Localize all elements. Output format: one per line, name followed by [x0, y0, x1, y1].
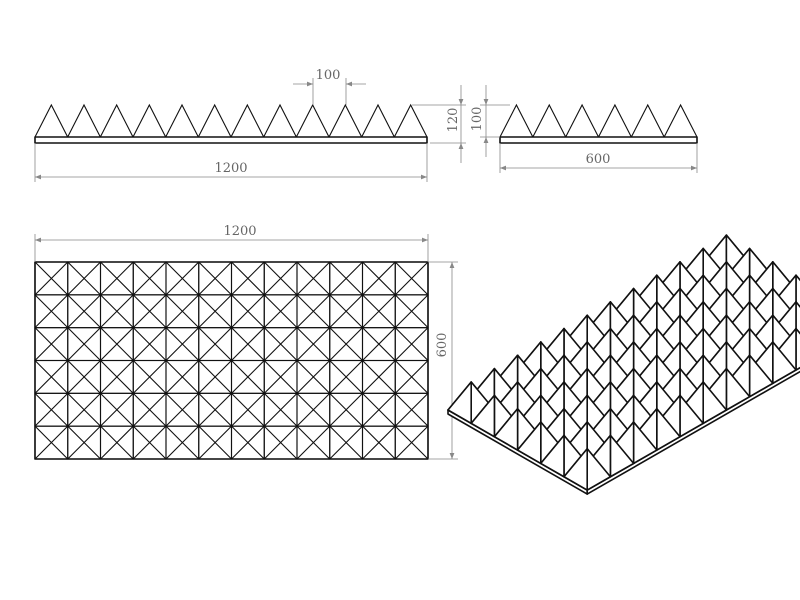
plan-pyramid-edges — [132, 360, 167, 394]
plan-pyramid-edges — [329, 327, 363, 361]
plan-pyramid-edges — [165, 360, 200, 394]
pyramid-face — [563, 447, 589, 491]
side-width-dimension-label: 600 — [586, 152, 611, 167]
front-pyramid-peaks — [34, 103, 428, 139]
plan-pyramid-edges — [263, 425, 298, 460]
plan-pyramid-edges — [231, 261, 265, 296]
plan-pyramid-edges — [34, 327, 69, 361]
plan-pyramid-edges — [329, 261, 363, 296]
plan-pyramid-edges — [100, 294, 134, 329]
plan-pyramid-edges — [67, 425, 101, 460]
plan-pyramid-edges — [362, 425, 396, 460]
plan-pyramid-edges — [263, 261, 298, 296]
plan-pyramid-edges — [231, 425, 265, 460]
plan-pyramid-edges — [132, 294, 167, 329]
pyramid-face — [493, 407, 519, 451]
plan-pyramid-edges — [296, 425, 331, 460]
plan-pyramid-edges — [329, 425, 363, 460]
front-base-plate — [34, 136, 428, 144]
front-elevation-view: 100 1200 120 — [34, 68, 466, 182]
plan-pyramid-edges — [34, 294, 69, 329]
plan-pyramid-edges — [100, 392, 134, 427]
plan-pyramid-edges — [165, 261, 200, 296]
plan-pyramid-edges — [263, 392, 298, 427]
plan-pyramid-edges — [198, 294, 232, 329]
pyramid-face — [447, 381, 473, 425]
plan-pyramid-edges — [34, 425, 69, 460]
plan-pyramid-edges — [67, 360, 101, 394]
plan-pyramid-edges — [132, 327, 167, 361]
width-dimension-label: 1200 — [214, 161, 247, 176]
plan-pyramid-edges — [231, 327, 265, 361]
pyramid-face — [539, 434, 565, 478]
plan-pyramid-edges — [100, 360, 134, 394]
plan-pyramid-edges — [198, 261, 232, 296]
plan-pyramid-edges — [231, 294, 265, 329]
plan-pyramid-edges — [198, 425, 232, 460]
plan-pyramid-edges — [296, 261, 331, 296]
plan-pyramid-edges — [132, 392, 167, 427]
plan-pyramid-edges — [263, 327, 298, 361]
plan-pyramid-edges — [296, 327, 331, 361]
plan-pyramid-edges — [362, 294, 396, 329]
plan-pyramid-edges — [198, 327, 232, 361]
plan-pyramid-edges — [329, 294, 363, 329]
plan-pyramid-edges — [198, 392, 232, 427]
plan-pyramid-edges — [34, 261, 69, 296]
side-pyramid-peaks — [499, 103, 698, 139]
isometric-view — [447, 234, 800, 495]
side-pyramid-profile — [499, 103, 698, 139]
plan-pyramid-edges — [231, 360, 265, 394]
plan-pyramid-edges — [263, 294, 298, 329]
side-base-plate — [499, 136, 698, 144]
plan-pyramid-edges — [132, 261, 167, 296]
plan-pyramid-edges — [198, 360, 232, 394]
pitch-dimension-label: 100 — [316, 68, 341, 83]
side-elevation-view: 100 600 — [470, 85, 698, 173]
plan-pyramid-edges — [100, 261, 134, 296]
plan-pyramid-edges — [394, 261, 429, 296]
plan-pyramid-edges — [362, 261, 396, 296]
plan-pyramid-edges — [231, 392, 265, 427]
plan-pyramid-edges — [296, 360, 331, 394]
plan-height-dimension-label: 600 — [435, 333, 450, 358]
pyramid-face — [516, 421, 542, 465]
plan-pyramid-edges — [394, 392, 429, 427]
plan-pyramid-edges — [362, 360, 396, 394]
plan-pyramid-cell — [394, 425, 429, 460]
total-height-dimension-label: 120 — [446, 108, 461, 133]
plan-pyramid-edges — [263, 360, 298, 394]
plan-pyramid-edges — [329, 360, 363, 394]
plan-pyramid-edges — [34, 360, 69, 394]
plan-view: 1200 600 — [34, 224, 458, 460]
plan-pyramid-edges — [394, 425, 429, 460]
pyramid-face — [470, 394, 496, 438]
plan-pyramid-edges — [165, 392, 200, 427]
plan-pyramid-edges — [67, 392, 101, 427]
plan-pyramid-edges — [100, 327, 134, 361]
plan-pyramid-grid — [34, 261, 429, 460]
plan-pyramid-edges — [67, 294, 101, 329]
plan-pyramid-edges — [394, 360, 429, 394]
plan-pyramid-edges — [362, 327, 396, 361]
plan-pyramid-edges — [362, 392, 396, 427]
plan-pyramid-edges — [296, 392, 331, 427]
plan-pyramid-edges — [34, 392, 69, 427]
plan-pyramid-edges — [165, 294, 200, 329]
plan-pyramid-edges — [67, 261, 101, 296]
plan-pyramid-edges — [394, 327, 429, 361]
front-pyramid-profile — [34, 103, 428, 139]
plan-pyramid-edges — [132, 425, 167, 460]
plan-pyramid-edges — [329, 392, 363, 427]
plan-pyramid-edges — [67, 327, 101, 361]
plan-pyramid-edges — [100, 425, 134, 460]
plan-pyramid-edges — [165, 327, 200, 361]
plan-width-dimension-label: 1200 — [223, 224, 256, 239]
plan-pyramid-edges — [165, 425, 200, 460]
plan-pyramid-edges — [296, 294, 331, 329]
plan-pyramid-edges — [394, 294, 429, 329]
pyramid-height-dimension-label: 100 — [470, 107, 485, 132]
